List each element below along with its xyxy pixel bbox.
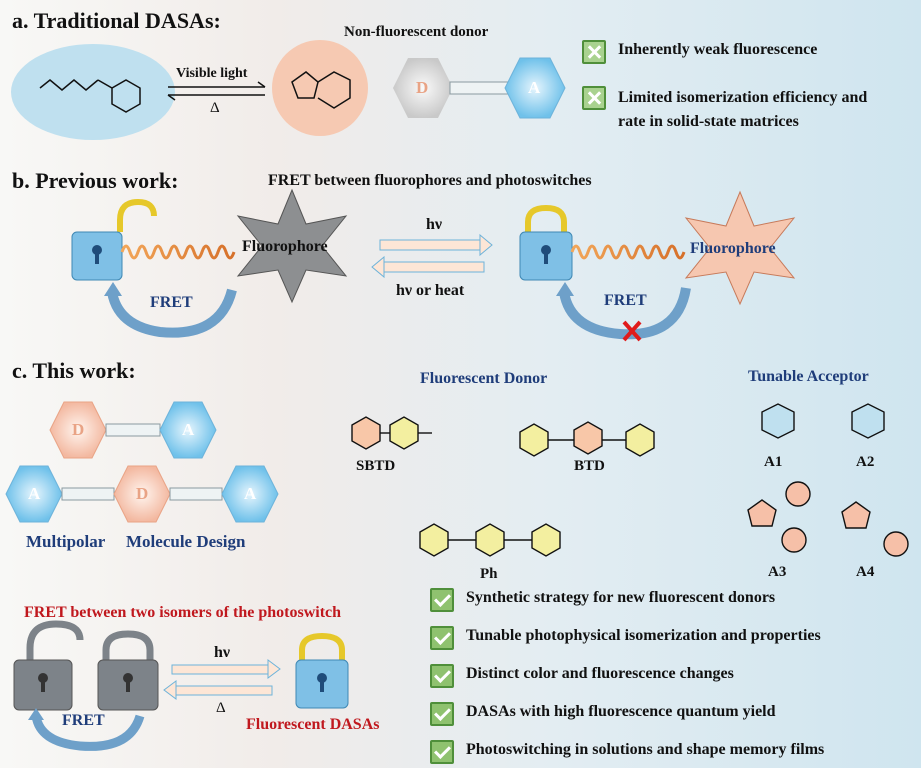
donor-ph: Ph	[480, 566, 498, 582]
fret-arrow-right	[559, 287, 691, 340]
donor-letter-c: D	[72, 420, 85, 439]
bullet-c-5: Photoswitching in solutions and shape me…	[466, 741, 825, 758]
fret-label-bottom: FRET	[62, 712, 105, 729]
x-checkbox-2	[582, 86, 606, 110]
fret-isomers-title: FRET between two isomers of the photoswi…	[24, 604, 342, 621]
sbtd-structure	[351, 416, 432, 450]
section-b-title: b. Previous work:	[12, 168, 179, 193]
hv-label-b: hν	[426, 216, 443, 233]
ph-structure	[419, 523, 561, 557]
donor-btd: BTD	[574, 458, 605, 474]
fret-arrow-left	[107, 288, 237, 338]
acceptor-letter-right: A	[244, 484, 257, 503]
bridge-right	[169, 487, 223, 501]
check-icon-2	[430, 626, 454, 650]
photo-arrows	[371, 233, 493, 279]
a1-structure	[761, 403, 795, 439]
closed-form-circle	[272, 40, 368, 136]
closed-form-structure	[291, 71, 351, 109]
equilibrium-arrows	[167, 81, 266, 101]
acceptor-a1: A1	[764, 454, 783, 470]
donor-letter: D	[416, 78, 429, 97]
acceptor-a4: A4	[856, 564, 875, 580]
bridge-left	[61, 487, 115, 501]
fluorophore-label-left: Fluorophore	[242, 238, 328, 255]
fluorophore-star-right	[684, 190, 796, 306]
bridge	[449, 81, 511, 95]
check-icon-5	[430, 740, 454, 764]
acceptor-letter-left: A	[28, 484, 41, 503]
bullet-c-1: Synthetic strategy for new fluorescent d…	[466, 589, 776, 606]
lock-open-left	[71, 198, 157, 281]
photo-arrows-bottom	[163, 659, 281, 700]
open-form-structure	[39, 79, 141, 113]
check-icon-4	[430, 702, 454, 726]
donor-sbtd: SBTD	[356, 458, 396, 474]
fluorophore-star-left	[236, 188, 348, 304]
visible-light-label: Visible light	[176, 66, 248, 81]
donor-hexagon	[393, 58, 453, 118]
fluorescent-dasas-label: Fluorescent DASAs	[246, 716, 380, 733]
acceptor-hexagon	[504, 57, 566, 119]
lock-open-gray-1	[13, 620, 84, 711]
bullet-c-3: Distinct color and fluorescence changes	[466, 665, 734, 682]
a2-structure	[851, 403, 885, 439]
acceptor-hexagon-c	[159, 401, 217, 459]
tunable-acceptor-title: Tunable Acceptor	[748, 368, 869, 385]
hv-or-heat-label: hν or heat	[396, 282, 465, 299]
delta-label-a: Δ	[210, 100, 220, 116]
btd-structure	[519, 421, 655, 457]
check-icon-1	[430, 588, 454, 612]
donor-hexagon-mid	[113, 465, 171, 523]
fret-label-left: FRET	[150, 294, 193, 311]
delta-label-c: Δ	[216, 700, 226, 716]
acceptor-hexagon-left	[5, 465, 63, 523]
lock-closed-right	[519, 204, 573, 281]
acceptor-letter-c: A	[182, 420, 195, 439]
multipolar-label: Multipolar	[26, 532, 106, 551]
section-b-subtitle: FRET between fluorophores and photoswitc…	[268, 172, 592, 189]
section-a-title: a. Traditional DASAs:	[12, 8, 221, 33]
lock-closed-gray	[97, 630, 159, 711]
spring-left	[120, 244, 236, 260]
spring-right	[570, 244, 686, 260]
bullet-a-3: rate in solid-state matrices	[618, 113, 799, 130]
bullet-a-2: Limited isomerization efficiency and	[618, 89, 868, 106]
x-checkbox-1	[582, 40, 606, 64]
acceptor-a3: A3	[768, 564, 787, 580]
acceptor-hexagon-right	[221, 465, 279, 523]
check-icon-3	[430, 664, 454, 688]
blocked-x-mark	[622, 320, 642, 342]
bridge-c	[105, 423, 161, 437]
donor-letter-mid: D	[136, 484, 149, 503]
fret-label-right: FRET	[604, 292, 647, 309]
bullet-c-2: Tunable photophysical isomerization and …	[466, 627, 821, 644]
non-fluorescent-label: Non-fluorescent donor	[344, 24, 489, 40]
acceptor-letter: A	[528, 78, 541, 97]
fluorescent-donor-title: Fluorescent Donor	[420, 370, 548, 387]
fluorophore-label-right: Fluorophore	[690, 240, 776, 257]
fret-arrow-bottom	[31, 714, 145, 751]
hv-label-c: hν	[214, 644, 231, 661]
acceptor-a2: A2	[856, 454, 875, 470]
open-form-ellipse	[11, 44, 175, 140]
lock-fluorescent	[295, 632, 349, 709]
bullet-c-4: DASAs with high fluorescence quantum yie…	[466, 703, 776, 720]
a4-structure	[841, 501, 909, 557]
section-c-title: c. This work:	[12, 358, 136, 383]
bullet-a-1: Inherently weak fluorescence	[618, 41, 818, 58]
a3-structure	[747, 481, 811, 553]
donor-hexagon-c	[49, 401, 107, 459]
molecule-design-label: Molecule Design	[126, 532, 246, 551]
